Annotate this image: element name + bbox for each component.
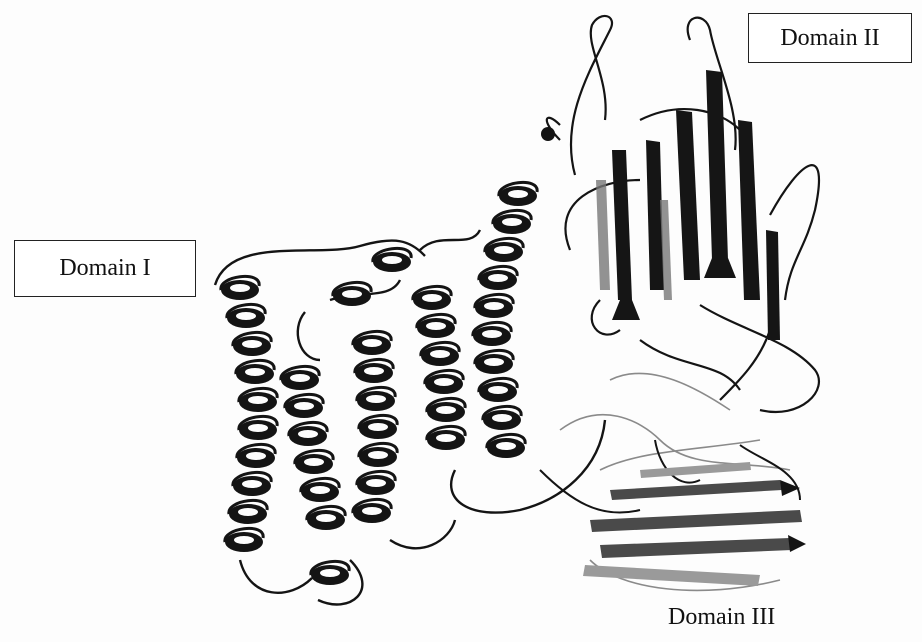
domain-2-beta-sheets [541, 16, 819, 412]
helix-e [413, 286, 465, 450]
helix-a [221, 276, 277, 552]
domain-1-label: Domain I [14, 240, 196, 297]
domain-2-label: Domain II [748, 13, 912, 63]
domain-3-beta-sandwich [540, 373, 806, 590]
helix-f [473, 182, 537, 458]
helix-c [353, 331, 397, 523]
helix-b [281, 366, 349, 585]
domain-3-label: Domain III [668, 604, 775, 631]
helix-d [333, 248, 411, 306]
